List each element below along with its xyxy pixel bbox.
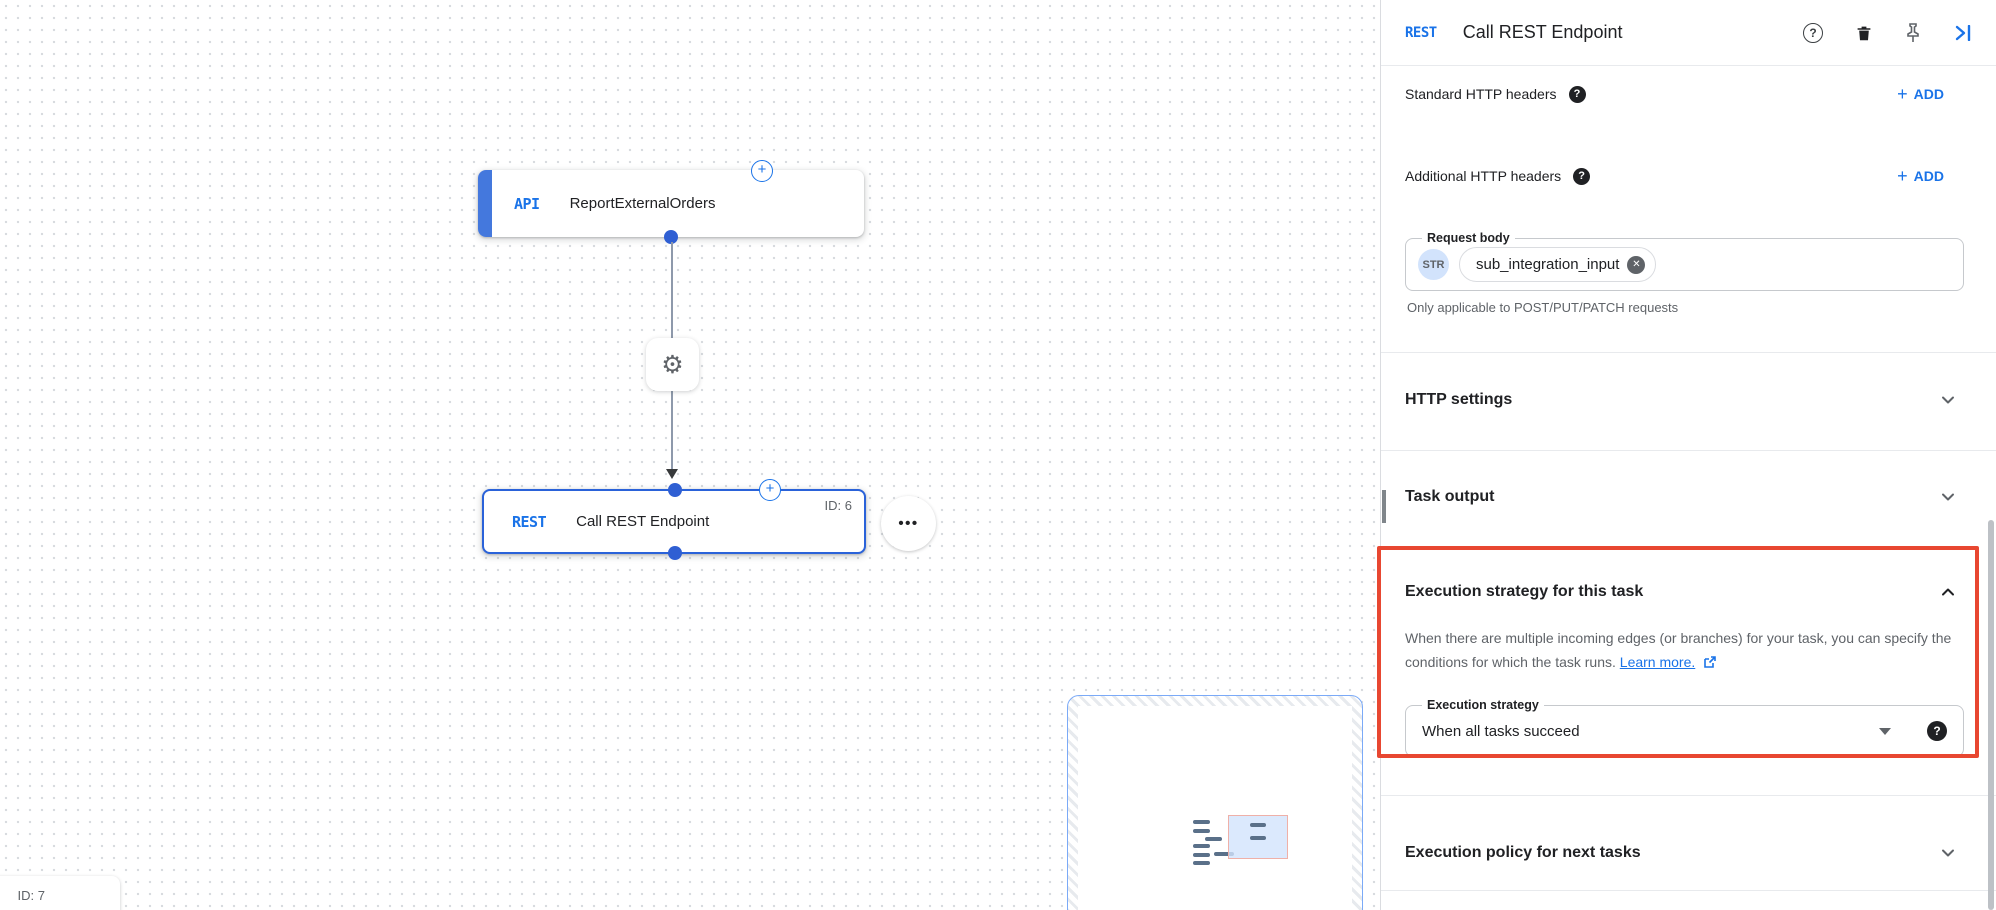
node-title: Call REST Endpoint	[576, 513, 710, 530]
rest-badge: REST	[1405, 24, 1437, 41]
chevron-down-icon[interactable]	[1940, 392, 1956, 408]
add-label: ADD	[1913, 86, 1944, 102]
node-id-label: ID: 7	[17, 888, 45, 903]
task-config-panel: REST Call REST Endpoint ? Standard HTTP …	[1380, 0, 1996, 910]
edge-gear-icon[interactable]: ⚙	[646, 338, 699, 391]
delete-icon[interactable]	[1856, 25, 1872, 41]
request-body-helper-text: Only applicable to POST/PUT/PATCH reques…	[1407, 300, 1679, 315]
section-task-output[interactable]: Task output	[1405, 483, 1956, 511]
request-body-value-chip[interactable]: sub_integration_input ✕	[1459, 247, 1657, 282]
chevron-up-icon[interactable]	[1940, 584, 1956, 600]
rest-task-badge: REST	[512, 512, 547, 531]
request-body-field[interactable]: Request body STR sub_integration_input ✕	[1405, 231, 1964, 291]
divider	[1381, 450, 1996, 451]
section-http-settings[interactable]: HTTP settings	[1405, 386, 1956, 414]
output-port[interactable]	[668, 546, 682, 560]
variable-name: sub_integration_input	[1476, 256, 1620, 273]
learn-more-link[interactable]: Learn more.	[1619, 654, 1696, 670]
minimap-node-mark	[1193, 829, 1210, 833]
scroll-indicator	[1382, 490, 1386, 523]
divider	[1381, 890, 1996, 891]
plus-icon: +	[1897, 84, 1908, 104]
additional-http-headers-label: Additional HTTP headers	[1405, 168, 1562, 184]
string-type-chip: STR	[1418, 249, 1449, 280]
minimap-viewport[interactable]	[1228, 815, 1288, 859]
panel-header: REST Call REST Endpoint ?	[1381, 0, 1996, 66]
http-settings-title: HTTP settings	[1405, 391, 1513, 408]
node-more-actions-button[interactable]: •••	[881, 496, 936, 551]
divider	[1381, 795, 1996, 796]
execution-strategy-description: When there are multiple incoming edges (…	[1405, 630, 1952, 670]
node-title: ReportExternalOrders	[569, 195, 716, 212]
minimap-node-mark	[1193, 861, 1210, 865]
edge-arrowhead-icon	[666, 469, 678, 479]
help-icon[interactable]: ?	[1803, 23, 1823, 43]
remove-variable-icon[interactable]: ✕	[1627, 255, 1646, 274]
workflow-canvas[interactable]: API ReportExternalOrders + ⚙ REST Call R…	[0, 0, 1380, 910]
node-call-rest-endpoint[interactable]: REST Call REST Endpoint ID: 6 +	[482, 479, 866, 560]
external-link-icon	[1704, 656, 1716, 668]
help-icon[interactable]: ?	[1568, 85, 1586, 103]
add-standard-header-button[interactable]: + ADD	[1897, 84, 1944, 104]
add-edge-icon[interactable]: +	[759, 479, 781, 501]
standard-http-headers-label: Standard HTTP headers	[1405, 86, 1557, 102]
execution-strategy-title: Execution strategy for this task	[1405, 583, 1644, 600]
task-output-title: Task output	[1405, 488, 1495, 505]
section-execution-strategy[interactable]: Execution strategy for this task	[1405, 578, 1956, 606]
node-accent-bar	[478, 170, 492, 237]
section-execution-policy[interactable]: Execution policy for next tasks	[1405, 839, 1956, 867]
standard-http-headers-row: Standard HTTP headers ? + ADD	[1405, 80, 1972, 108]
api-trigger-badge: API	[514, 194, 540, 213]
node-partial[interactable]: ID: 7	[0, 876, 120, 910]
add-label: ADD	[1913, 168, 1944, 184]
minimap-node-mark	[1250, 836, 1266, 840]
chevron-down-icon[interactable]	[1940, 845, 1956, 861]
minimap-node-mark	[1214, 852, 1234, 856]
node-id-label: ID: 6	[824, 498, 852, 513]
collapse-panel-icon[interactable]	[1954, 25, 1974, 41]
divider	[1381, 352, 1996, 353]
panel-title: Call REST Endpoint	[1462, 22, 1623, 42]
minimap-node-mark	[1193, 844, 1210, 848]
execution-policy-title: Execution policy for next tasks	[1405, 844, 1641, 861]
execution-strategy-value: When all tasks succeed	[1422, 722, 1580, 740]
pin-icon[interactable]	[1905, 23, 1921, 43]
canvas-minimap[interactable]	[1067, 695, 1363, 910]
additional-http-headers-row: Additional HTTP headers ? + ADD	[1405, 162, 1972, 190]
minimap-node-mark	[1193, 820, 1210, 824]
minimap-node-mark	[1250, 823, 1266, 827]
node-report-external-orders[interactable]: API ReportExternalOrders +	[478, 160, 864, 244]
help-icon[interactable]: ?	[1927, 721, 1947, 741]
execution-strategy-select[interactable]: Execution strategy When all tasks succee…	[1405, 698, 1964, 757]
execution-strategy-field-label: Execution strategy	[1422, 698, 1544, 712]
output-port[interactable]	[664, 230, 678, 244]
add-additional-header-button[interactable]: + ADD	[1897, 166, 1944, 186]
help-icon[interactable]: ?	[1573, 167, 1591, 185]
request-body-label: Request body	[1422, 231, 1515, 245]
plus-icon: +	[1897, 166, 1908, 186]
add-edge-icon[interactable]: +	[751, 160, 773, 182]
minimap-area	[1078, 706, 1352, 910]
input-port[interactable]	[668, 483, 682, 497]
chevron-down-icon[interactable]	[1940, 489, 1956, 505]
panel-scrollbar[interactable]	[1988, 520, 1994, 910]
minimap-node-mark	[1205, 837, 1222, 841]
minimap-node-mark	[1193, 853, 1210, 857]
dropdown-caret-icon[interactable]	[1879, 728, 1891, 735]
